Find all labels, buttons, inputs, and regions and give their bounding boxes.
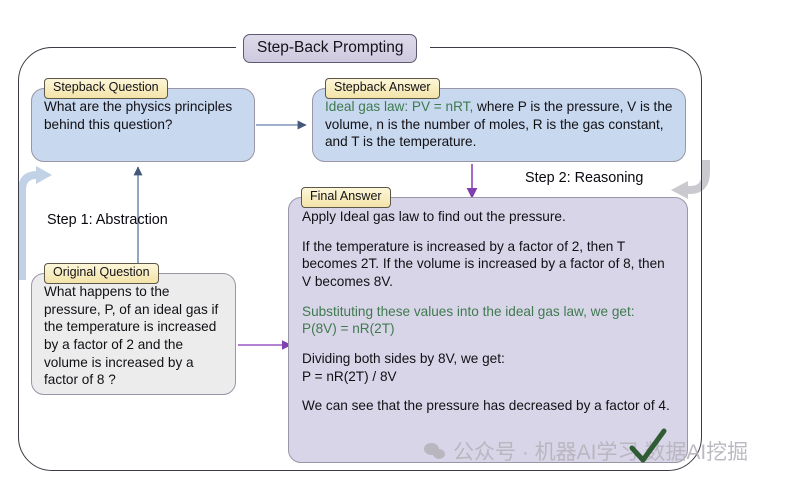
stepback-question-text: What are the physics principles behind t… [44,99,233,132]
final-answer-para-2: If the temperature is increased by a fac… [302,238,665,290]
original-question-tab: Original Question [44,263,159,284]
final-answer-para-4: Dividing both sides by 8V, we get: P = n… [302,351,505,384]
stepback-answer-rest: where P is the pressure, V is the volume… [325,99,673,150]
loop-arrow-right-icon [671,160,710,199]
loop-arrow-left-icon [18,166,52,280]
final-answer-para-1: Apply Ideal gas law to find out the pres… [302,209,566,224]
stepback-answer-tab: Stepback Answer [325,78,440,99]
stepback-question-box: Stepback Question What are the physics p… [31,78,255,162]
final-answer-tab: Final Answer [301,187,391,208]
final-answer-para-5: We can see that the pressure has decreas… [302,398,670,414]
stepback-answer-box: Stepback Answer Ideal gas law: PV = nRT,… [312,78,686,162]
stepback-answer-law: Ideal gas law: PV = nRT, [325,99,474,114]
step-1-label: Step 1: Abstraction [47,212,168,228]
final-answer-box: Final Answer Apply Ideal gas law to find… [288,187,688,463]
step-2-label: Step 2: Reasoning [525,170,644,186]
stepback-answer-text: Ideal gas law: PV = nRT, where P is the … [325,98,674,151]
original-question-text: What happens to the pressure, P, of an i… [44,284,219,388]
stepback-question-tab: Stepback Question [44,78,168,99]
final-answer-para-3: Substituting these values into the ideal… [302,303,635,337]
diagram-title: Step-Back Prompting [243,34,418,63]
original-question-box: Original Question What happens to the pr… [31,263,236,395]
